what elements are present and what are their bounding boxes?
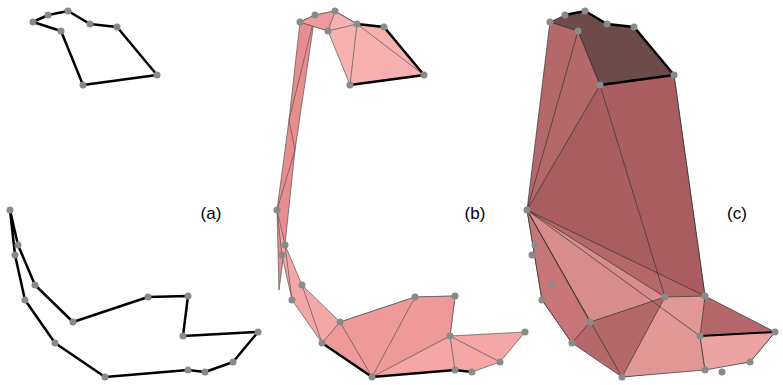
surface-c: [524, 8, 779, 381]
surface-b: [274, 8, 529, 381]
panel-label: (c): [727, 205, 747, 222]
panel-label: (a): [201, 205, 222, 222]
panel-label: (b): [465, 205, 486, 222]
contours-a: [7, 8, 262, 381]
